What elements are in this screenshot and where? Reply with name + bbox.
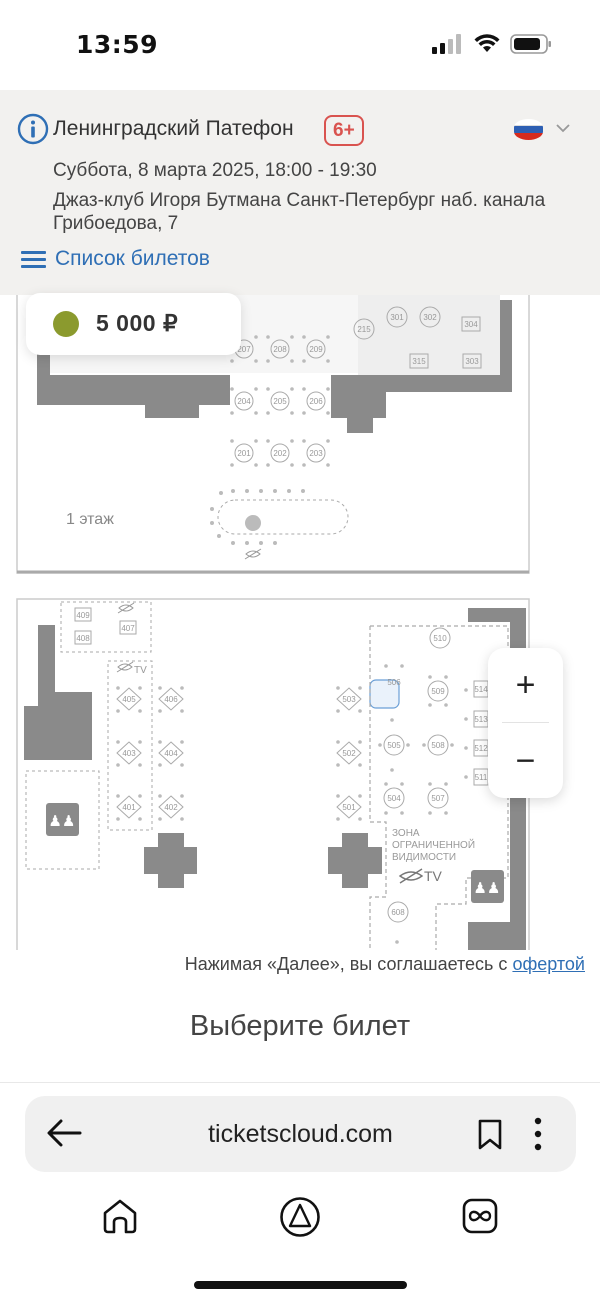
table-label: 510	[433, 634, 447, 643]
more-icon[interactable]	[531, 1117, 545, 1151]
price-value: 5 000 ₽	[96, 310, 179, 336]
event-title: Ленинградский Патефон	[53, 117, 294, 140]
home-icon[interactable]	[102, 1198, 138, 1234]
table-label: 301	[390, 313, 404, 322]
event-header	[0, 90, 600, 295]
table-label: 402	[164, 803, 178, 812]
home-indicator	[194, 1281, 407, 1289]
assistant-icon[interactable]	[279, 1196, 321, 1238]
zoom-out-button[interactable]: −	[515, 741, 536, 780]
signal-icon	[432, 34, 461, 54]
battery-icon	[510, 34, 551, 54]
browser-bottom-nav	[0, 1190, 600, 1250]
ticket-list-link[interactable]: Список билетов	[21, 247, 210, 271]
consent-label: Нажимая «Далее», вы соглашаетесь с	[184, 954, 513, 974]
divider	[0, 1082, 600, 1083]
table-label: 201	[237, 449, 251, 458]
table-label: 304	[464, 320, 478, 329]
event-venue: Джаз-клуб Игоря Бутмана Санкт-Петербург …	[53, 190, 546, 234]
russia-flag-icon[interactable]	[514, 119, 543, 140]
table-label: 205	[273, 397, 287, 406]
table-label: 408	[76, 634, 90, 643]
table-label: 206	[309, 397, 323, 406]
table-label: 303	[465, 357, 479, 366]
status-time: 13:59	[76, 30, 159, 59]
table-label: 209	[309, 345, 323, 354]
table-label: 506	[387, 678, 401, 687]
table-label: 507	[431, 794, 445, 803]
limited-zone-label: ОГРАНИЧЕННОЙ	[392, 838, 475, 851]
info-icon[interactable]	[17, 113, 49, 145]
table-group-top	[234, 306, 482, 463]
consent-text: Нажимая «Далее», вы соглашаетесь с оферт…	[185, 954, 585, 975]
table-label: 504	[387, 794, 401, 803]
table-label: 208	[273, 345, 287, 354]
table-label: 401	[122, 803, 136, 812]
table-label: 505	[387, 741, 401, 750]
limited-zone-label: ЗОНА	[392, 828, 420, 839]
status-icons	[432, 34, 552, 54]
table-label: 514	[474, 685, 488, 694]
table-label: 407	[121, 624, 135, 633]
table-label: 315	[412, 357, 426, 366]
table-label: 501	[342, 803, 356, 812]
svg-text:TV: TV	[134, 665, 147, 676]
chevron-down-icon[interactable]	[555, 121, 571, 135]
tv-icon-right: TV	[398, 868, 443, 884]
svg-text:♟♟: ♟♟	[49, 812, 76, 830]
age-rating-badge: 6+	[324, 115, 364, 146]
zoom-control: + −	[488, 648, 563, 798]
table-label: 203	[309, 449, 323, 458]
svg-text:♟♟: ♟♟	[474, 879, 501, 897]
price-color-dot	[53, 311, 79, 337]
event-date: Суббота, 8 марта 2025, 18:00 - 19:30	[53, 160, 377, 181]
ticket-list-label: Список билетов	[55, 247, 210, 270]
price-category-pill[interactable]: 5 000 ₽	[26, 293, 241, 355]
floor-label: 1 этаж	[66, 511, 114, 528]
table-label: 608	[391, 908, 405, 917]
svg-text:TV: TV	[424, 868, 443, 884]
table-label: 509	[431, 687, 445, 696]
browser-address-bar[interactable]: ticketscloud.com	[25, 1096, 576, 1172]
wifi-icon	[474, 34, 500, 52]
tabs-icon[interactable]	[462, 1198, 498, 1234]
table-label: 512	[474, 744, 488, 753]
zoom-divider	[502, 722, 549, 723]
table-label: 405	[122, 695, 136, 704]
table-label: 204	[237, 397, 251, 406]
table-label: 511	[475, 773, 488, 782]
table-label: 503	[342, 695, 356, 704]
url-text[interactable]: ticketscloud.com	[208, 1120, 393, 1148]
table-label: 207	[237, 345, 251, 354]
menu-icon	[21, 251, 46, 268]
table-label: 404	[164, 749, 178, 758]
table-label: 508	[431, 741, 445, 750]
tv-icon-left: TV	[116, 661, 147, 676]
select-ticket-button[interactable]: Выберите билет	[189, 1010, 411, 1042]
status-bar: 13:59	[0, 0, 600, 90]
table-label: 202	[273, 449, 287, 458]
table-label: 409	[76, 611, 90, 620]
table-label: 406	[164, 695, 178, 704]
zoom-in-button[interactable]: +	[515, 665, 536, 704]
back-arrow-icon[interactable]	[46, 1118, 82, 1148]
bookmark-icon[interactable]	[477, 1119, 503, 1151]
table-label: 403	[122, 749, 136, 758]
offer-link[interactable]: офертой	[512, 954, 585, 974]
limited-zone-label: ВИДИМОСТИ	[392, 852, 456, 863]
table-label: 513	[474, 715, 488, 724]
table-label: 215	[357, 325, 371, 334]
table-label: 502	[342, 749, 356, 758]
table-label: 302	[423, 313, 437, 322]
